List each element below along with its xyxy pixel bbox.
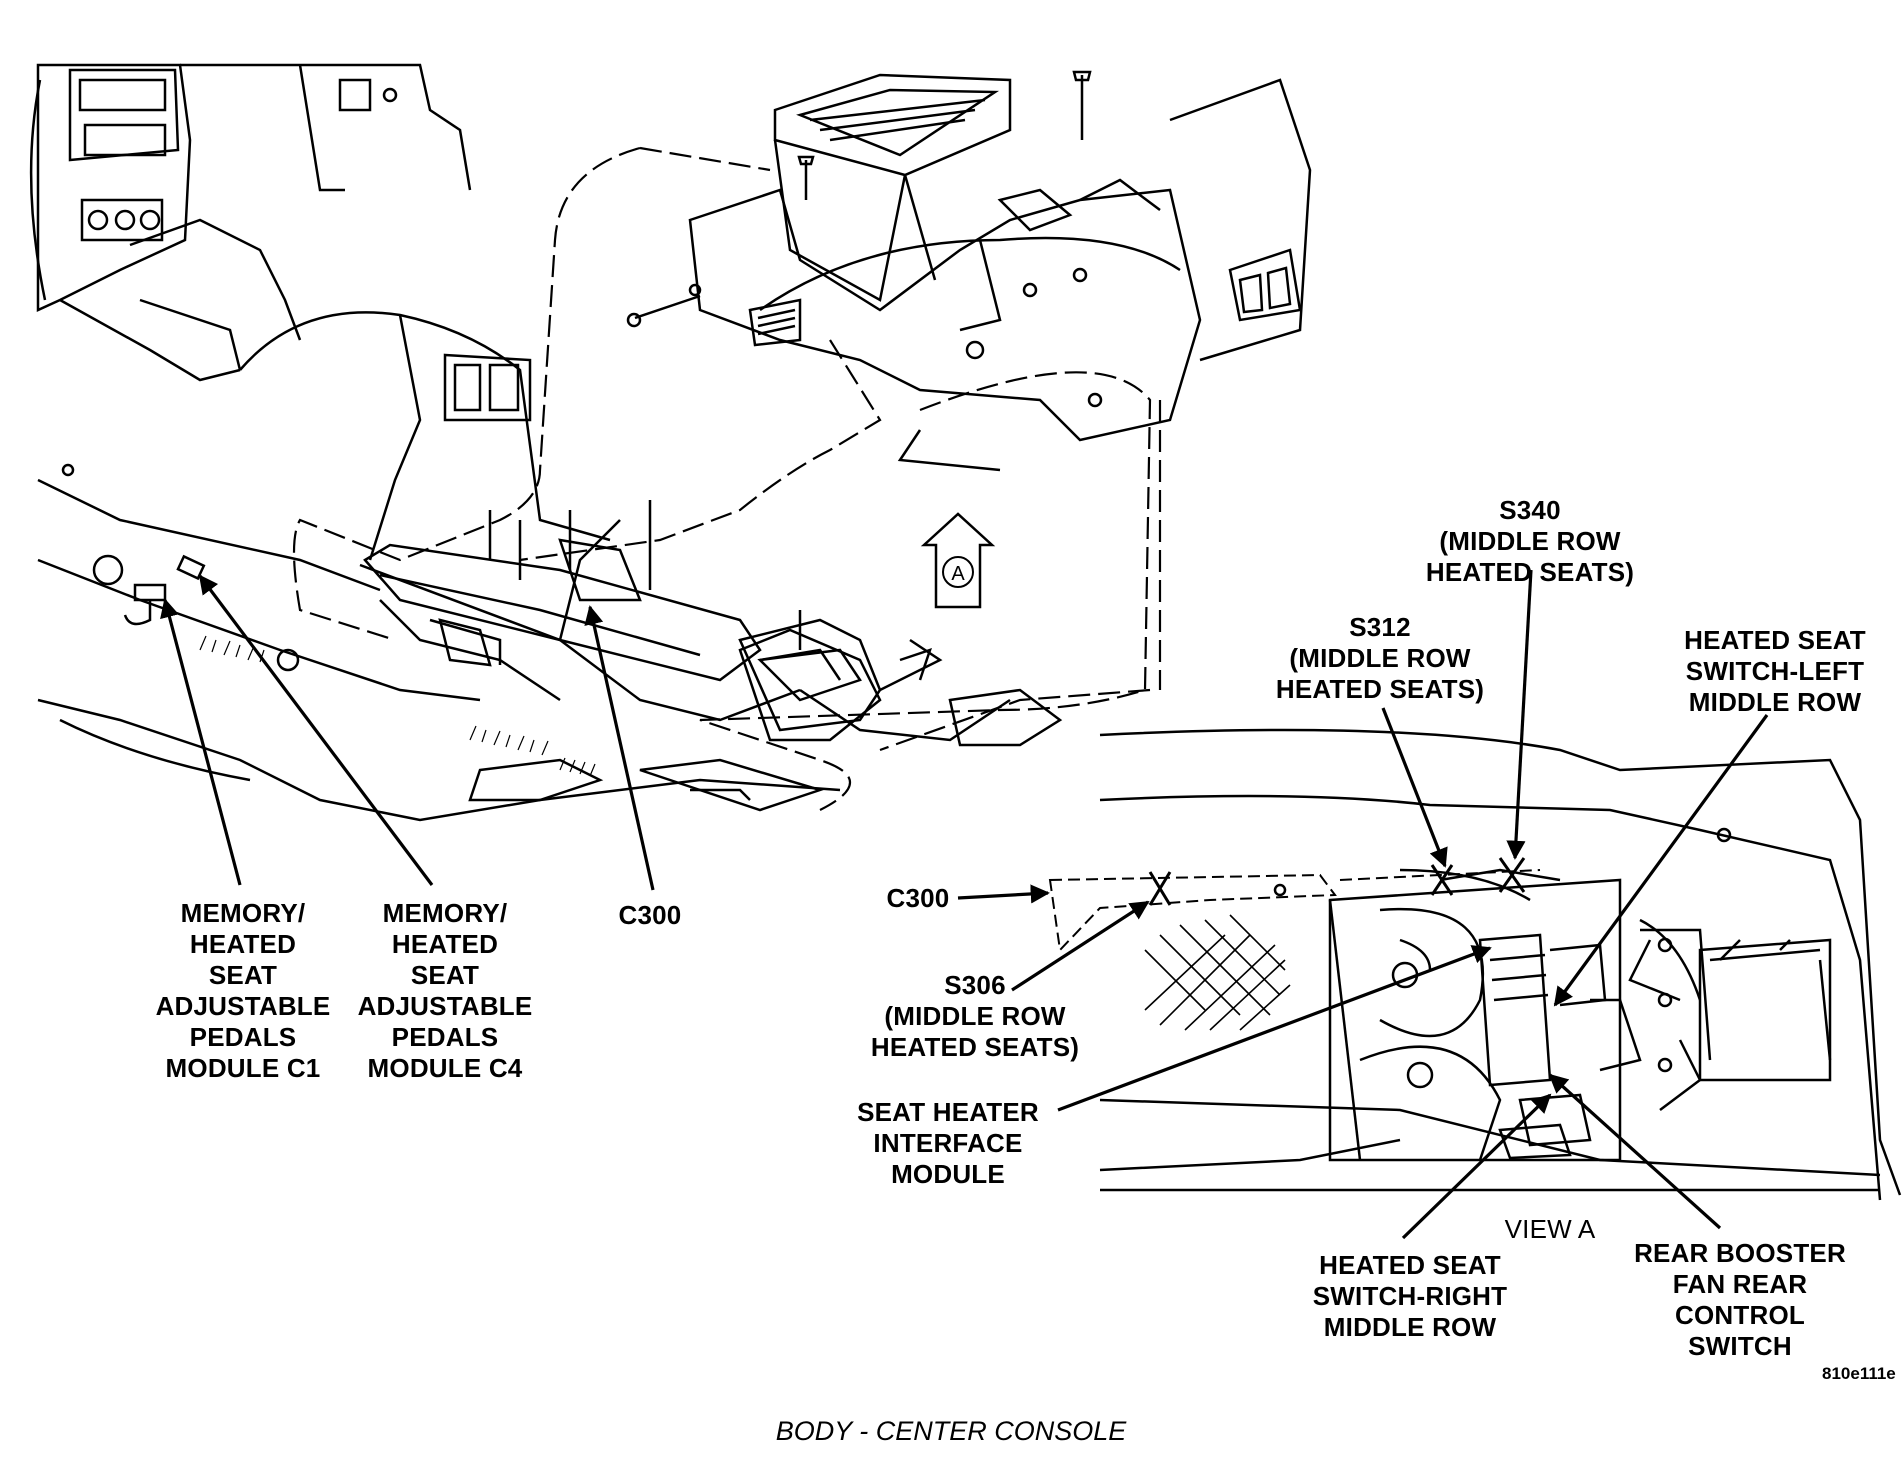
label-line: SWITCH-LEFT [1685,656,1865,686]
exploded-view-dashes [292,146,1162,811]
label-line: SWITCH-RIGHT [1312,1281,1508,1311]
label-line: HEATED SEATS) [1275,674,1485,704]
screws [626,70,1092,328]
view-a-connector-dashes [1048,869,1541,953]
label-line: HEATED [189,929,297,959]
label-seat-heater-interface-module: SEAT HEATER INTERFACE MODULE [848,1097,1048,1190]
label-line: HEATED SEATS) [870,1032,1080,1062]
label-line: PEDALS [189,1022,297,1052]
label-line: (MIDDLE ROW [1289,643,1471,673]
label-line: MEMORY/ [382,898,508,928]
label-line: ADJUSTABLE [155,991,331,1021]
label-line: INTERFACE [873,1128,1023,1158]
label-line: MODULE [891,1159,1005,1189]
label-s312: S312 (MIDDLE ROW HEATED SEATS) [1265,612,1495,705]
diagram-caption: BODY - CENTER CONSOLE [775,1416,1127,1446]
label-s340: S340 (MIDDLE ROW HEATED SEATS) [1415,495,1645,588]
label-c300-view-a: C300 [886,883,950,913]
label-heated-seat-switch-right: HEATED SEAT SWITCH-RIGHT MIDDLE ROW [1295,1250,1525,1343]
label-line: CONTROL [1675,1300,1805,1330]
view-a-illustration [1099,728,1902,1201]
dashboard-illustration [29,63,472,382]
view-a-arrow [920,512,996,609]
label-line: MIDDLE ROW [1323,1312,1497,1342]
console-bracket-illustration [363,500,943,732]
label-line: HEATED SEAT [1684,625,1866,655]
label-memory-heated-seat-module-c4: MEMORY/ HEATED SEAT ADJUSTABLE PEDALS MO… [345,898,545,1084]
center-console-upper-illustration [688,73,1312,472]
label-line: S306 [944,970,1006,1000]
label-line: SEAT [208,960,278,990]
label-heated-seat-switch-left: HEATED SEAT SWITCH-LEFT MIDDLE ROW [1670,625,1880,718]
label-rear-booster-fan-switch: REAR BOOSTER FAN REAR CONTROL SWITCH [1625,1238,1855,1362]
label-line: HEATED SEATS) [1425,557,1635,587]
label-line: MEMORY/ [180,898,306,928]
label-line: MODULE C4 [367,1053,523,1083]
floor-console-illustration [37,311,1063,822]
carpet-texture [199,635,596,777]
label-line: HEATED [391,929,499,959]
label-view-a: VIEW A [1504,1214,1596,1244]
label-line: S312 [1349,612,1411,642]
label-line: SEAT HEATER [857,1097,1039,1127]
figure-id: 810e111e [1822,1364,1896,1383]
label-line: SWITCH [1688,1331,1792,1361]
label-line: PEDALS [391,1022,499,1052]
label-line: MIDDLE ROW [1688,687,1862,717]
label-line: (MIDDLE ROW [1439,526,1621,556]
label-line: S340 [1499,495,1561,525]
view-a-marker: A [951,563,965,585]
label-line: FAN REAR [1672,1269,1808,1299]
leader-lines [160,569,1769,1240]
label-line: ADJUSTABLE [357,991,533,1021]
splice-x-markers [1148,857,1526,906]
label-line: MODULE C1 [165,1053,321,1083]
view-a-hatching [1144,914,1291,1031]
label-line: HEATED SEAT [1319,1250,1501,1280]
label-c300-main: C300 [618,900,682,930]
label-line: REAR BOOSTER [1634,1238,1846,1268]
label-line: (MIDDLE ROW [884,1001,1066,1031]
label-s306: S306 (MIDDLE ROW HEATED SEATS) [860,970,1090,1063]
label-line: SEAT [410,960,480,990]
label-memory-heated-seat-module-c1: MEMORY/ HEATED SEAT ADJUSTABLE PEDALS MO… [143,898,343,1084]
